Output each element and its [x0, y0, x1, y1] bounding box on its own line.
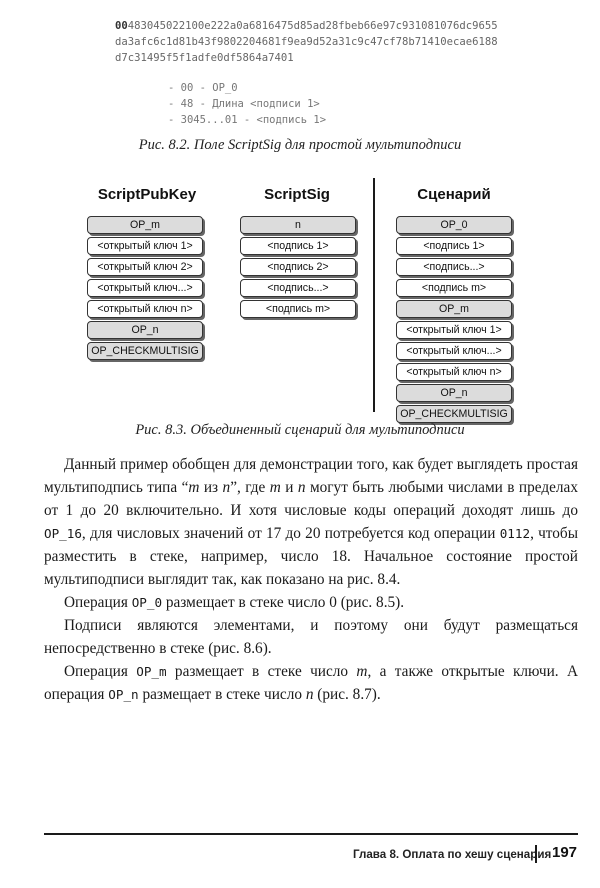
scriptpubkey-cell: <открытый ключ n>: [87, 300, 203, 318]
page-number: 197: [552, 844, 578, 861]
hex-line-2: da3afc6c1d81b43f9802204681f9ea9d52a31c9c…: [115, 36, 498, 48]
figure-8-2-caption: Рис. 8.2. Поле ScriptSig для простой мул…: [138, 137, 462, 153]
hex-op0-prefix: 00: [115, 20, 128, 32]
footer-rule: [44, 833, 578, 835]
legend-line-1: - 00 - OP_0: [168, 82, 238, 94]
combined-cell: <открытый ключ n>: [396, 363, 512, 381]
combined-cell: <подпись 1>: [396, 237, 512, 255]
paragraph-3: Подписи являются элементами, и поэтому о…: [44, 617, 578, 657]
code-opm: OP_m: [136, 664, 167, 679]
footer-separator: [535, 845, 537, 863]
scriptpubkey-cell: OP_n: [87, 321, 203, 339]
scriptpubkey-cell: <открытый ключ...>: [87, 279, 203, 297]
paragraph-4: Операция OP_m размещает в стеке число m,…: [44, 663, 578, 703]
hex-legend: - 00 - OP_0 - 48 - Длина <подписи 1> - 3…: [168, 80, 326, 128]
combined-cell: OP_0: [396, 216, 512, 234]
scriptpubkey-cell: OP_CHECKMULTISIG: [87, 342, 203, 360]
paragraph-1: Данный пример обобщен для демонстрации т…: [44, 456, 578, 588]
legend-line-3: - 3045...01 - <подпись 1>: [168, 114, 327, 126]
combined-cell: OP_CHECKMULTISIG: [396, 405, 512, 423]
scriptsig-stack: n <подпись 1> <подпись 2> <подпись...> <подп…: [240, 216, 356, 321]
legend-line-2: - 48 - Длина <подписи 1>: [168, 98, 320, 110]
figure-8-3-caption: Рис. 8.3. Объединенный сценарий для муль…: [135, 422, 465, 438]
scriptpubkey-title: ScriptPubKey: [97, 186, 197, 203]
combined-cell: <подпись m>: [396, 279, 512, 297]
body-text: Данный пример обобщен для демонстрации т…: [44, 453, 578, 706]
code-opn: OP_n: [108, 687, 139, 702]
scriptpubkey-cell: OP_m: [87, 216, 203, 234]
code-0112: 0112: [499, 526, 531, 541]
scriptsig-cell: <подпись 2>: [240, 258, 356, 276]
combined-script-stack: OP_0 <подпись 1> <подпись...> <подпись m> OP…: [396, 216, 512, 426]
combined-cell: OP_n: [396, 384, 512, 402]
hex-line-1: 00483045022100e222a0a6816475d85ad28fbeb6…: [115, 20, 498, 32]
scriptpubkey-stack: OP_m <открытый ключ 1> <открытый ключ 2> <о…: [87, 216, 203, 363]
hex-dump: 00483045022100e222a0a6816475d85ad28fbeb6…: [115, 18, 535, 66]
hex-line-3: d7c31495f5f1adfe0df5864a7401: [115, 52, 294, 64]
running-footer-chapter: Глава 8. Оплата по хешу сценария: [353, 848, 552, 861]
scriptpubkey-cell: <открытый ключ 2>: [87, 258, 203, 276]
diagram-divider: [373, 178, 375, 412]
scriptsig-cell: n: [240, 216, 356, 234]
code-op16: OP_16: [44, 526, 82, 541]
scriptsig-title: ScriptSig: [264, 186, 330, 203]
scriptsig-cell: <подпись...>: [240, 279, 356, 297]
scriptpubkey-cell: <открытый ключ 1>: [87, 237, 203, 255]
combined-cell: <открытый ключ 1>: [396, 321, 512, 339]
code-op0: OP_0: [131, 595, 163, 610]
paragraph-2: Операция OP_0 размещает в стеке число 0 …: [64, 594, 405, 611]
scriptsig-cell: <подпись m>: [240, 300, 356, 318]
combined-cell: <открытый ключ...>: [396, 342, 512, 360]
combined-script-title: Сценарий: [417, 186, 491, 203]
combined-cell: OP_m: [396, 300, 512, 318]
combined-cell: <подпись...>: [396, 258, 512, 276]
scriptsig-cell: <подпись 1>: [240, 237, 356, 255]
